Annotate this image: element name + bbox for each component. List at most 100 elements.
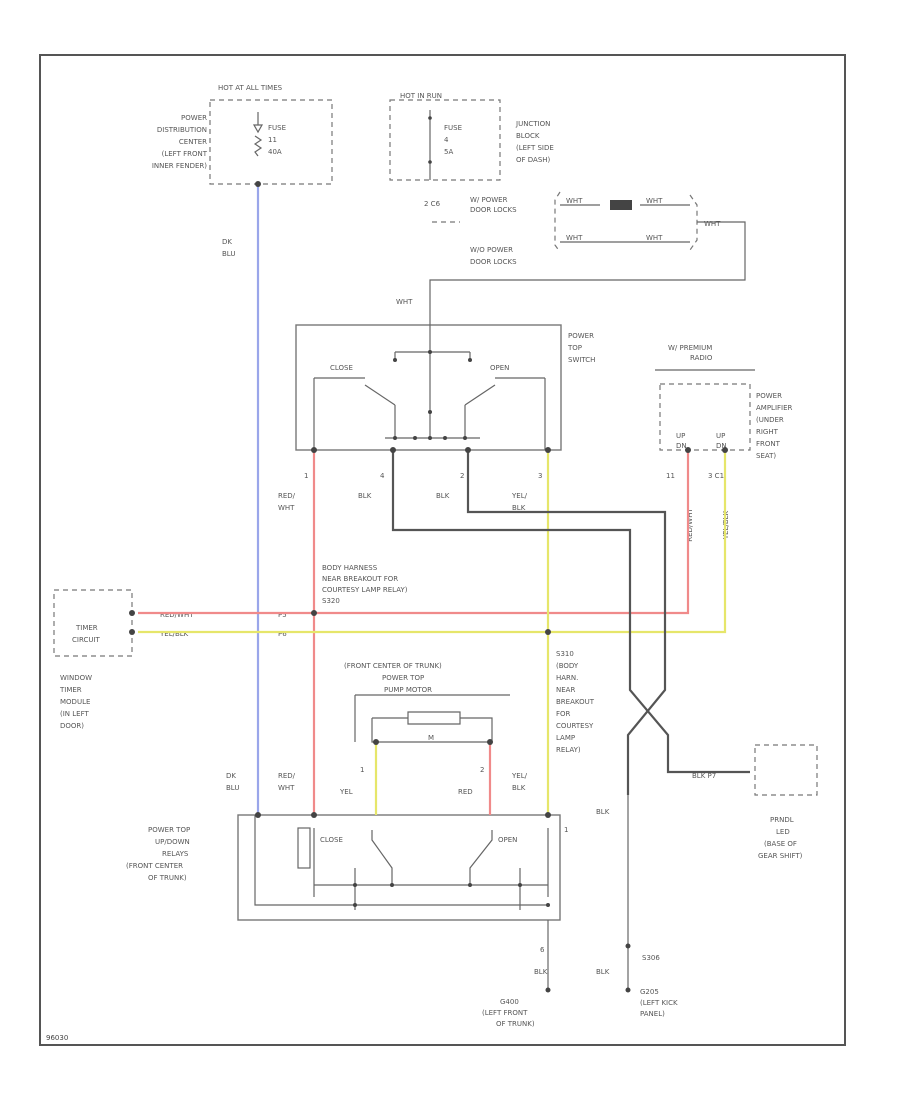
relay-pin-6: 6 (540, 946, 545, 954)
blk-wire-pin2 (466, 450, 667, 795)
switch-red-wht-2: WHT (278, 504, 295, 512)
pdc-label-3: CENTER (179, 138, 207, 146)
switch-pin-4: 4 (380, 472, 385, 480)
wht-feed-wire (429, 221, 746, 320)
body-harness-label-2: NEAR BREAKOUT FOR (322, 575, 398, 583)
wht-label-4: WHT (646, 234, 663, 242)
switch-pin-3: 3 (538, 472, 542, 480)
timer-connector-dot (129, 629, 135, 635)
wht-label-5: WHT (704, 220, 721, 228)
jb-node (428, 116, 432, 120)
jb-label-4: OF DASH) (516, 156, 551, 164)
relay-bus (254, 815, 548, 910)
g400-ground-dot (545, 987, 551, 993)
diagram-code: 96030 (46, 1034, 68, 1042)
jb-label-2: BLOCK (516, 132, 540, 140)
s310-label-6: FOR (556, 710, 571, 718)
pdc-fuse-icon (252, 112, 264, 134)
amp-label-1: POWER (756, 392, 782, 400)
g400-label-1: G400 (500, 998, 519, 1006)
relay-node (468, 883, 472, 887)
w-power-door-locks-2: DOOR LOCKS (470, 206, 517, 214)
door-lock-bracket-right (689, 194, 698, 251)
motor-yel-label: YEL (339, 788, 353, 796)
relay-node (390, 883, 394, 887)
s306-label: S306 (642, 954, 660, 962)
pdc-fuse-line-2: 11 (268, 136, 277, 144)
amp-up-label: UP (676, 432, 685, 440)
s310-label-8: LAMP (556, 734, 575, 742)
switch-blk-2: BLK (436, 492, 450, 500)
hot-at-all-times-label: HOT AT ALL TIMES (218, 84, 283, 92)
pdc-fuse-line-3: 40A (268, 148, 282, 156)
pdc-fuse-line-1: FUSE (268, 124, 286, 132)
amp-up-label-2: UP (716, 432, 725, 440)
amp-label-2: AMPLIFIER (756, 404, 793, 412)
pump-motor-body (407, 711, 461, 725)
power-top-switch-label-1: POWER (568, 332, 594, 340)
prndl-label-4: GEAR SHIFT) (758, 852, 803, 860)
s310-splice-dot (545, 629, 551, 635)
switch-pin-2: 2 (460, 472, 464, 480)
jb-fuse-line-2: 4 (444, 136, 449, 144)
timer-circuit-label-1: TIMER (75, 624, 98, 632)
c6-connector-label: 2 C6 (424, 200, 441, 208)
switch-node (428, 350, 432, 354)
amp-dn-label: DN (676, 442, 687, 450)
power-top-switch-box (295, 324, 562, 451)
g205-blk-upper: BLK (596, 808, 610, 816)
hot-in-run-label: HOT IN RUN (400, 92, 442, 100)
prndl-box (754, 744, 818, 796)
g205-label-2: (LEFT KICK (640, 999, 678, 1007)
w-power-door-locks-1: W/ POWER (470, 196, 508, 204)
s310-label-9: RELAY) (556, 746, 581, 754)
amp-connector-dot (685, 447, 691, 453)
motor-pin-1: 1 (360, 766, 364, 774)
power-amplifier-box (659, 383, 751, 451)
pdc-dk-blu-1: DK (222, 238, 232, 246)
s310-label-2: (BODY (556, 662, 579, 670)
pdc-box (209, 99, 333, 185)
s320-splice-dot (311, 610, 317, 616)
relay-yel-blk-1: YEL/ (511, 772, 528, 780)
wht-label-3: WHT (566, 234, 583, 242)
switch-connector-dot (390, 447, 396, 453)
relay-red-wht-2: WHT (278, 784, 295, 792)
switch-close-label: CLOSE (330, 364, 353, 372)
p5-label: P5 (278, 611, 287, 619)
relay-close-label: CLOSE (320, 836, 343, 844)
relay-connector-dot (545, 812, 551, 818)
pump-motor-label-3: PUMP MOTOR (384, 686, 432, 694)
g205-ground-dot (625, 987, 631, 993)
body-harness-label-3: COURTESY LAMP RELAY) (322, 586, 408, 594)
p6-label: P6 (278, 630, 287, 638)
motor-connector-dot (373, 739, 379, 745)
wht-label-2: WHT (646, 197, 663, 205)
relay-node (546, 903, 550, 907)
relay-pin-1: 1 (564, 826, 568, 834)
switch-yel-blk-1: YEL/ (511, 492, 528, 500)
prndl-label-1: PRNDL (770, 816, 794, 824)
motor-red-label: RED (458, 788, 473, 796)
relay-red-wht-1: RED/ (278, 772, 296, 780)
motor-connector-dot (487, 739, 493, 745)
switch-node (413, 436, 417, 440)
timer-yel-blk-label: YEL/BLK (159, 630, 189, 638)
wo-power-door-locks-2: DOOR LOCKS (470, 258, 517, 266)
window-timer-module-1: WINDOW (60, 674, 92, 682)
diagram-frame (39, 54, 846, 1046)
amp-label-6: SEAT) (756, 452, 776, 460)
window-timer-module-5: DOOR) (60, 722, 84, 730)
s310-label-7: COURTESY (556, 722, 594, 730)
relay-node (353, 903, 357, 907)
switch-node (468, 358, 472, 362)
g400-blk-label: BLK (534, 968, 548, 976)
window-timer-module-4: (IN LEFT (60, 710, 89, 718)
switch-node (428, 410, 432, 414)
pump-motor-label-2: POWER TOP (382, 674, 424, 682)
yel-blk-wire-timer-amp (138, 450, 727, 634)
switch-node (443, 436, 447, 440)
pdc-label-2: DISTRIBUTION (157, 126, 207, 134)
relay-node (518, 883, 522, 887)
pdc-connector-dot (255, 181, 261, 187)
